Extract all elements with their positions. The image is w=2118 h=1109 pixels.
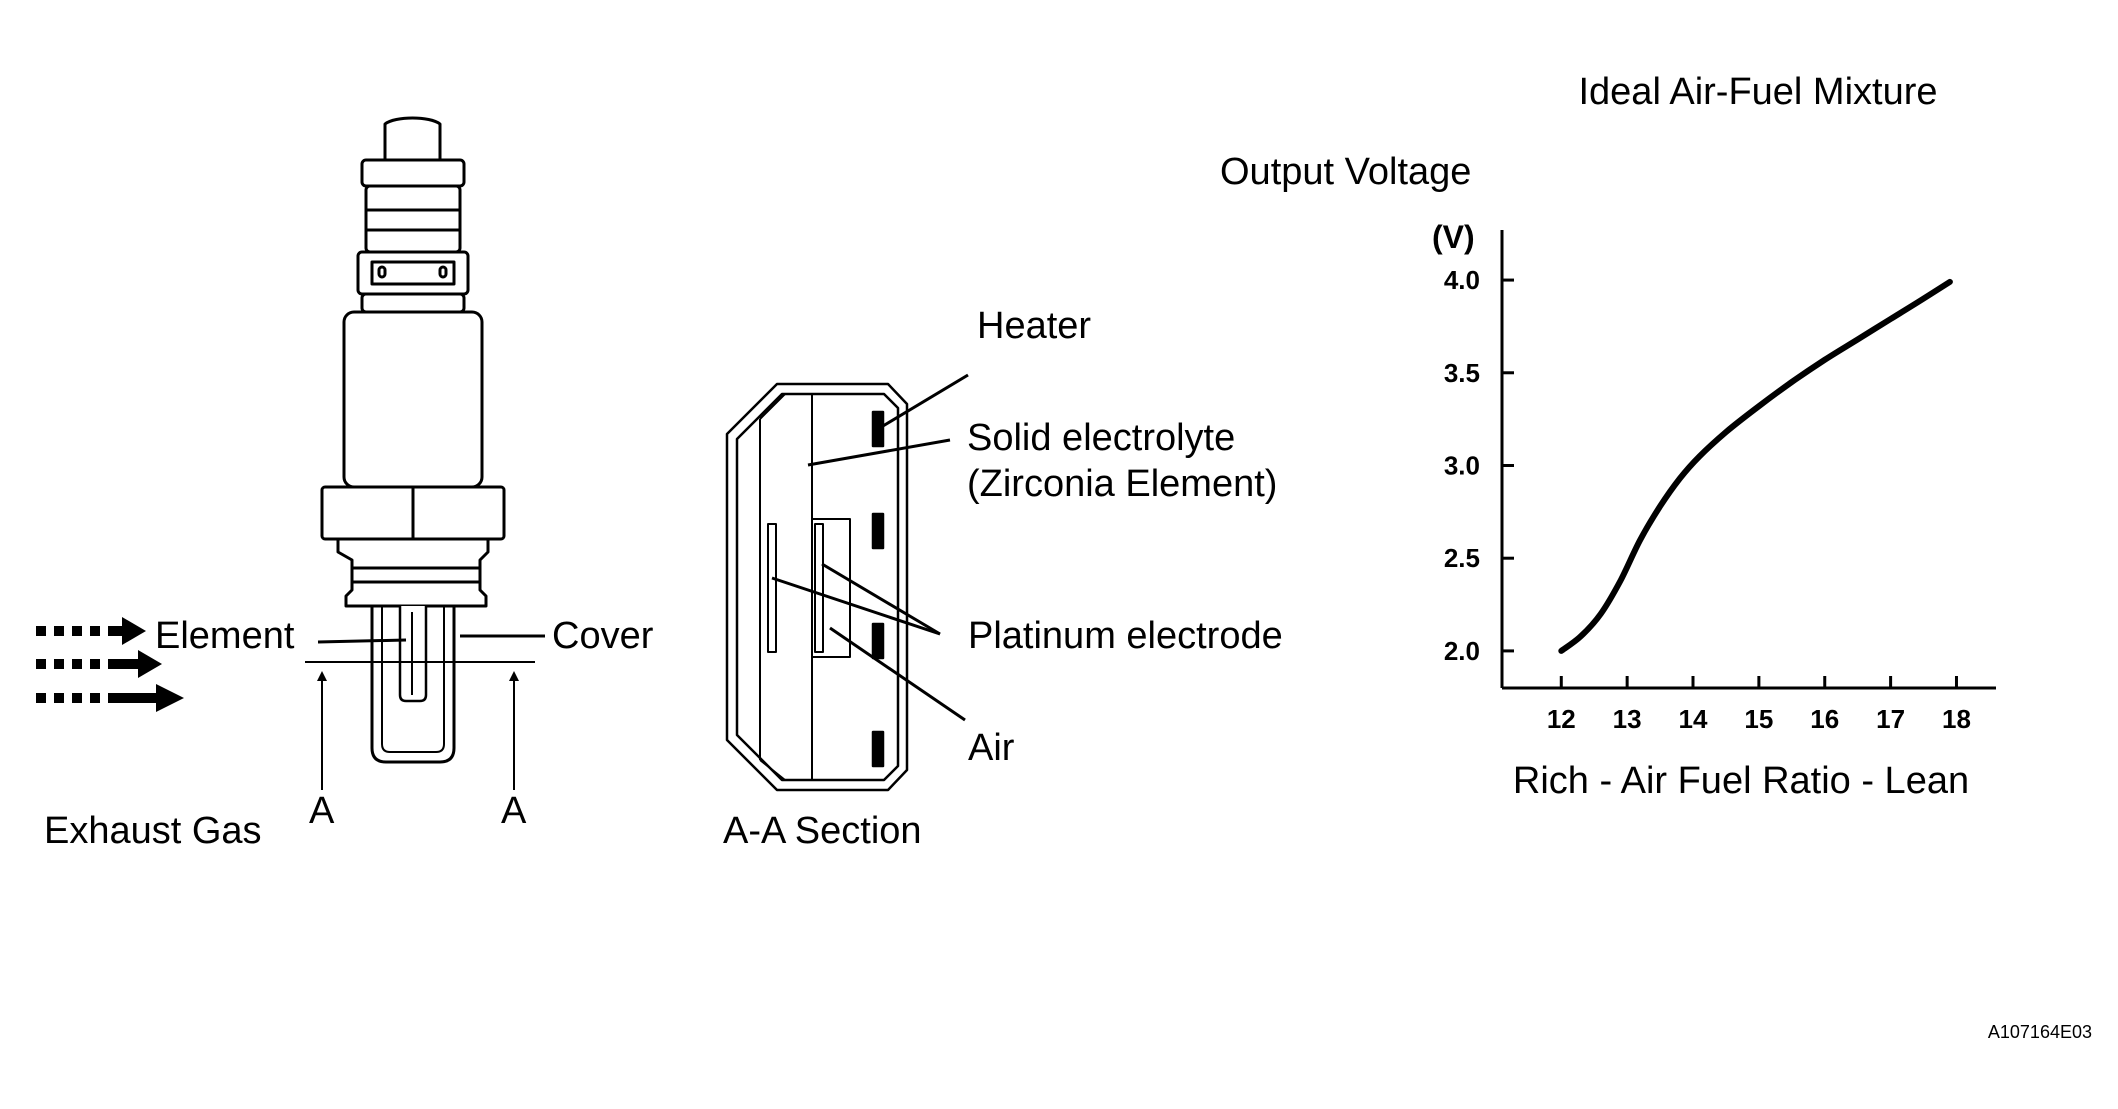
zirconia-element-label: (Zirconia Element) bbox=[967, 463, 1277, 505]
x-tick-label: 16 bbox=[1810, 704, 1839, 734]
air-label: Air bbox=[968, 727, 1015, 769]
section-leader-lines bbox=[771, 373, 969, 722]
x-tick-label: 12 bbox=[1547, 704, 1576, 734]
y-tick-label: 3.0 bbox=[1444, 450, 1480, 480]
x-tick-label: 13 bbox=[1613, 704, 1642, 734]
x-tick-label: 18 bbox=[1942, 704, 1971, 734]
sensor-leader-lines bbox=[317, 634, 545, 644]
chart-ticks: 2.0 2.5 3.0 3.5 4.0 12 13 14 15 16 17 18 bbox=[1444, 265, 1971, 734]
platinum-electrode-outer bbox=[767, 523, 777, 653]
exhaust-arrow-1 bbox=[36, 617, 146, 645]
exhaust-gas-label: Exhaust Gas bbox=[44, 810, 262, 852]
chart-title: Ideal Air-Fuel Mixture bbox=[1578, 71, 1937, 113]
figure-code: A107164E03 bbox=[1988, 1022, 2092, 1042]
chart-y-unit: (V) bbox=[1432, 219, 1475, 255]
y-tick-label: 3.5 bbox=[1444, 358, 1480, 388]
exhaust-arrow-2 bbox=[36, 650, 162, 678]
platinum-electrode-inner bbox=[814, 523, 824, 653]
exhaust-flow-arrows bbox=[36, 617, 184, 712]
x-tick-label: 17 bbox=[1876, 704, 1905, 734]
y-tick-label: 2.5 bbox=[1444, 543, 1480, 573]
exhaust-arrow-3 bbox=[36, 684, 184, 712]
oxygen-sensor-drawing bbox=[320, 116, 506, 764]
sensor-terminal bbox=[383, 116, 442, 162]
heater-element-4 bbox=[871, 730, 885, 768]
section-title: A-A Section bbox=[723, 810, 922, 852]
sensor-thread bbox=[336, 537, 490, 608]
element-label: Element bbox=[155, 615, 295, 657]
y-tick-label: 2.0 bbox=[1444, 636, 1480, 666]
sensor-collar bbox=[360, 158, 466, 188]
solid-electrolyte-label: Solid electrolyte bbox=[967, 417, 1235, 459]
sensor-main-body bbox=[342, 310, 484, 489]
section-marker-left: A bbox=[309, 790, 335, 832]
chart-ylabel: Output Voltage bbox=[1220, 151, 1471, 193]
chart-xlabel: Rich - Air Fuel Ratio - Lean bbox=[1513, 760, 1969, 802]
chart-series bbox=[1558, 278, 1953, 654]
heater-element-2 bbox=[871, 512, 885, 550]
section-view-drawing bbox=[725, 382, 909, 792]
heater-label: Heater bbox=[977, 305, 1091, 347]
x-tick-label: 15 bbox=[1744, 704, 1773, 734]
sensor-ribbed-body bbox=[364, 184, 462, 254]
y-tick-label: 4.0 bbox=[1444, 265, 1480, 295]
x-tick-label: 14 bbox=[1679, 704, 1708, 734]
cover-label: Cover bbox=[552, 615, 654, 657]
section-marker-right: A bbox=[501, 790, 527, 832]
chart-axes bbox=[1500, 230, 1996, 690]
voltage-chart: Ideal Air-Fuel Mixture Output Voltage (V… bbox=[1220, 71, 1996, 802]
section-line-a-a bbox=[305, 661, 535, 790]
platinum-electrode-label: Platinum electrode bbox=[968, 615, 1283, 657]
voltage-curve-line bbox=[1558, 278, 1953, 654]
heater-element-3 bbox=[871, 622, 885, 660]
